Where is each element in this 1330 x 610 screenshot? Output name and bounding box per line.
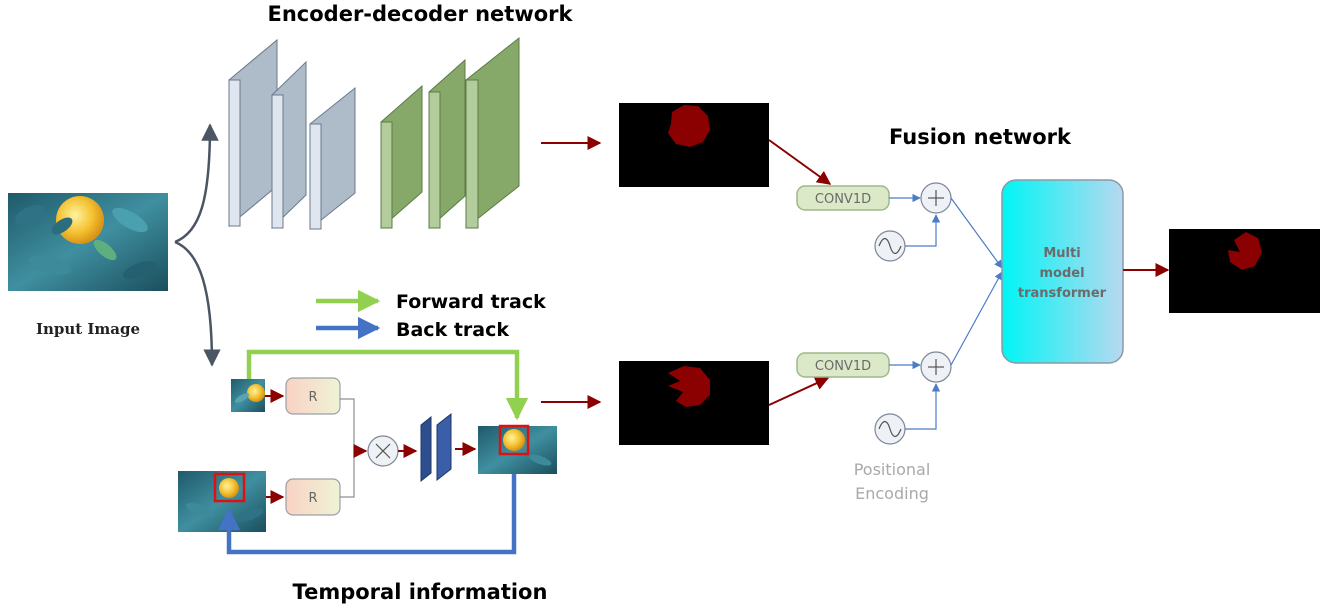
positional-encoding-node-top: [874, 230, 906, 262]
r-label-bottom: R: [308, 491, 317, 506]
encoder-layer-1: [228, 38, 278, 228]
segmentation-mask-top: [619, 103, 769, 187]
conv1d-label-top: CONV1D: [815, 192, 871, 207]
frame-current: [178, 471, 266, 532]
final-segmentation-mask: [1169, 229, 1320, 313]
frame-previous: [231, 379, 265, 412]
fusion-arrow-top: [950, 197, 1003, 269]
r-block-top: R: [285, 377, 341, 415]
input-image-label: Input Image: [36, 320, 140, 338]
add-node-top: [920, 182, 952, 214]
positional-encoding-label-line1: Positional: [854, 460, 931, 479]
multi-model-transformer: Multi model transformer: [1001, 179, 1124, 364]
forward-track-path: [246, 349, 529, 421]
segmentation-mask-bottom: [619, 361, 769, 445]
conv1d-block-bottom: CONV1D: [796, 352, 890, 378]
input-image: [8, 193, 168, 291]
legend-back-label: Back track: [396, 319, 509, 341]
legend-forward-label: Forward track: [396, 291, 546, 313]
back-track-path: [217, 474, 517, 555]
fusion-arrow-bottom: [950, 271, 1003, 366]
frame-tracked: [478, 424, 557, 474]
add-node-bottom: [920, 351, 952, 383]
transformer-label-line3: transformer: [1018, 286, 1107, 301]
transformer-label-line2: model: [1039, 266, 1084, 281]
decoder-layer-2: [428, 58, 466, 230]
conv1d-label-bottom: CONV1D: [815, 359, 871, 374]
temporal-conv-block: [420, 412, 452, 483]
mask-to-conv-arrow-bottom: [768, 376, 830, 406]
transformer-label-line1: Multi: [1043, 246, 1080, 261]
mask-to-conv-arrow-top: [768, 139, 832, 185]
multiply-node: [367, 435, 399, 467]
temporal-information-title: Temporal information: [293, 580, 548, 604]
branch-arrow-down: [174, 240, 221, 367]
decoder-layer-1: [380, 84, 423, 230]
encoder-decoder-title: Encoder-decoder network: [268, 2, 574, 26]
decoder-layer-3: [465, 36, 520, 230]
r-label-top: R: [308, 390, 317, 405]
fusion-network-title: Fusion network: [889, 125, 1072, 149]
positional-encoding-label-line2: Encoding: [855, 484, 929, 503]
encoder-layer-3: [309, 86, 356, 231]
r-block-bottom: R: [285, 478, 341, 516]
encoder-layer-2: [271, 60, 307, 230]
branch-arrow-up: [174, 123, 219, 244]
positional-encoding-node-bottom: [874, 413, 906, 445]
conv1d-block-top: CONV1D: [796, 185, 890, 211]
